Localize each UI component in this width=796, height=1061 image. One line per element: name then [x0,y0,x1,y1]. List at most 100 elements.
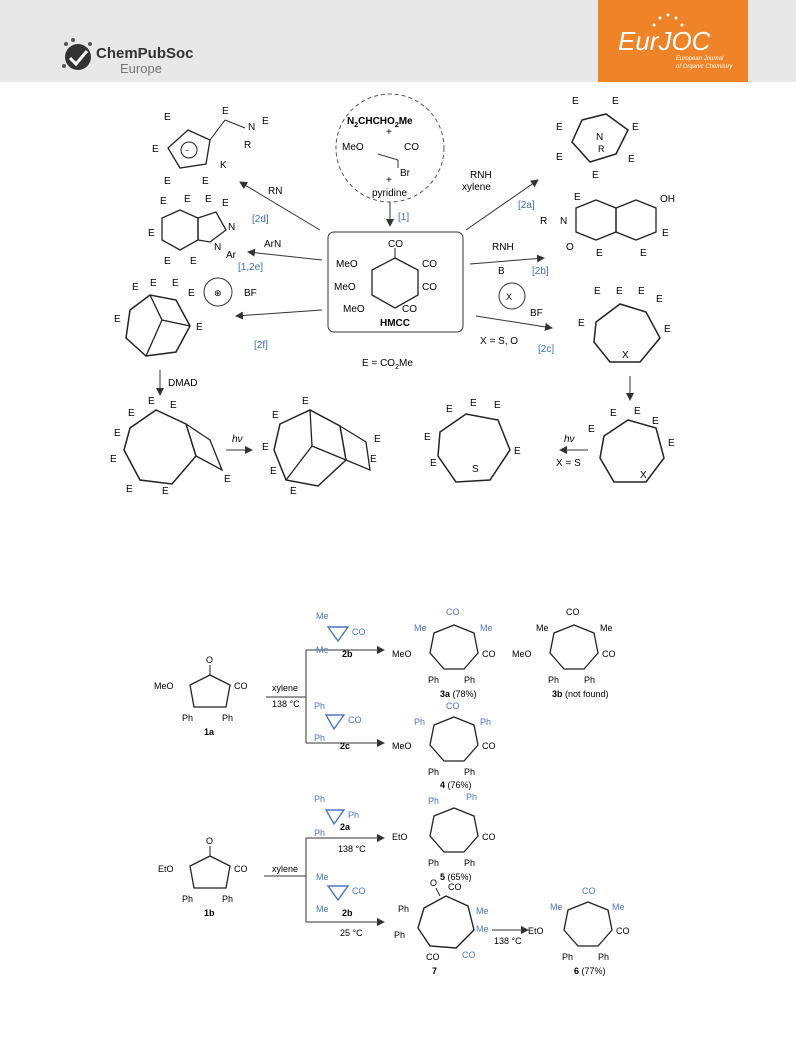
svg-text:CO: CO [404,142,419,153]
scheme-2: O MeO CO Ph Ph 1a xylene 138 °C Me Me CO… [154,607,616,790]
svg-text:E: E [592,170,599,181]
svg-text:[2d]: [2d] [252,214,269,225]
svg-text:Me: Me [536,623,549,633]
svg-text:−: − [185,148,189,155]
svg-text:K: K [220,160,227,171]
compound-1a: O MeO CO Ph Ph 1a [154,655,248,737]
svg-text:E: E [270,466,277,477]
svg-text:4 (76%): 4 (76%) [440,780,472,790]
svg-text:E = CO2Me: E = CO2Me [362,358,413,371]
svg-text:Ph: Ph [598,952,609,962]
svg-text:E: E [110,454,117,465]
svg-text:N2CHCHO2Me: N2CHCHO2Me [347,116,413,129]
svg-text:Me: Me [600,623,613,633]
svg-text:CO: CO [446,701,460,711]
journal-subtitle-2: of Organic Chemistry [676,64,733,70]
svg-text:Ph: Ph [182,894,193,904]
svg-text:Me: Me [612,902,625,912]
svg-text:CO: CO [388,239,403,250]
svg-text:E: E [205,194,212,205]
svg-text:E: E [446,404,453,415]
svg-text:Ph: Ph [222,894,233,904]
svg-text:Ph: Ph [394,930,405,940]
svg-text:E: E [370,454,377,465]
reagent-2b-scheme3: Me Me CO 2b [316,872,366,918]
svg-text:Ph: Ph [222,713,233,723]
svg-text:MeO: MeO [334,282,356,293]
svg-text:E: E [148,228,155,239]
svg-text:E: E [126,484,133,495]
journal-logo: EurJOC [618,26,711,56]
svg-text:E: E [514,446,521,457]
svg-text:CO: CO [348,715,362,725]
svg-text:25 °C: 25 °C [340,928,363,938]
svg-text:MeO: MeO [392,741,412,751]
svg-text:E: E [190,256,197,267]
svg-text:E: E [170,400,177,411]
svg-text:DMAD: DMAD [168,378,197,389]
svg-text:E: E [632,122,639,133]
svg-text:xylene: xylene [272,864,298,874]
product-isoquinolone: E R N O OH E E E [540,192,675,259]
svg-text:CO: CO [446,607,460,617]
svg-text:E: E [668,438,675,449]
svg-text:2b: 2b [342,649,353,659]
svg-text:EtO: EtO [158,864,174,874]
svg-text:138 °C: 138 °C [494,936,522,946]
svg-text:E: E [188,288,195,299]
svg-text:xylene: xylene [272,683,298,693]
svg-text:CO: CO [462,950,476,960]
svg-text:[2a]: [2a] [518,200,535,211]
svg-text:Ph: Ph [414,717,425,727]
svg-text:E: E [262,442,269,453]
svg-text:1a: 1a [204,727,215,737]
svg-text:[1]: [1] [398,212,409,223]
svg-text:138 °C: 138 °C [272,699,300,709]
svg-text:CO: CO [566,607,580,617]
hmcc-label: HMCC [380,318,410,329]
svg-text:Ph: Ph [314,701,325,711]
svg-text:MeO: MeO [342,142,364,153]
svg-text:E: E [172,278,179,289]
svg-text:E: E [616,286,623,297]
svg-text:pyridine: pyridine [372,188,407,199]
svg-text:CO: CO [616,926,630,936]
svg-text:hν: hν [232,434,243,445]
reagent-2b: Me Me CO 2b [316,611,366,659]
svg-text:1b: 1b [204,908,215,918]
svg-text:MeO: MeO [343,304,365,315]
svg-text:3b (not found): 3b (not found) [552,689,609,699]
svg-text:CO: CO [482,649,496,659]
svg-text:5 (65%): 5 (65%) [440,872,472,882]
chempubsoc-logo-icon [62,38,92,70]
svg-text:X: X [506,292,512,302]
svg-text:E: E [596,248,603,259]
svg-text:E: E [664,324,671,335]
svg-text:E: E [662,228,669,239]
journal-subtitle-1: European Journal [676,56,724,62]
svg-text:Me: Me [476,906,489,916]
svg-text:7: 7 [432,966,437,976]
svg-text:E: E [470,398,477,409]
svg-text:E: E [224,474,231,485]
svg-text:CO: CO [448,882,462,892]
svg-text:Ph: Ph [348,810,359,820]
svg-text:Ph: Ph [480,717,491,727]
svg-text:Ph: Ph [428,858,439,868]
svg-text:Ph: Ph [548,675,559,685]
header-logos: ChemPubSoc Europe EurJOC European Journa… [62,13,733,76]
svg-text:Ph: Ph [464,767,475,777]
svg-text:E: E [628,154,635,165]
svg-text:MeO: MeO [336,259,358,270]
svg-text:⊕: ⊕ [214,288,222,298]
svg-text:Ar: Ar [226,250,237,261]
svg-text:E: E [114,428,121,439]
compound-3a: CO Me Me MeO CO Ph Ph 3a (78%) [392,607,496,699]
svg-text:[2c]: [2c] [538,344,554,355]
svg-text:S: S [472,464,479,475]
svg-text:E: E [128,408,135,419]
svg-text:Ph: Ph [464,675,475,685]
svg-text:6 (77%): 6 (77%) [574,966,606,976]
svg-text:Me: Me [414,623,427,633]
svg-text:E: E [610,408,617,419]
